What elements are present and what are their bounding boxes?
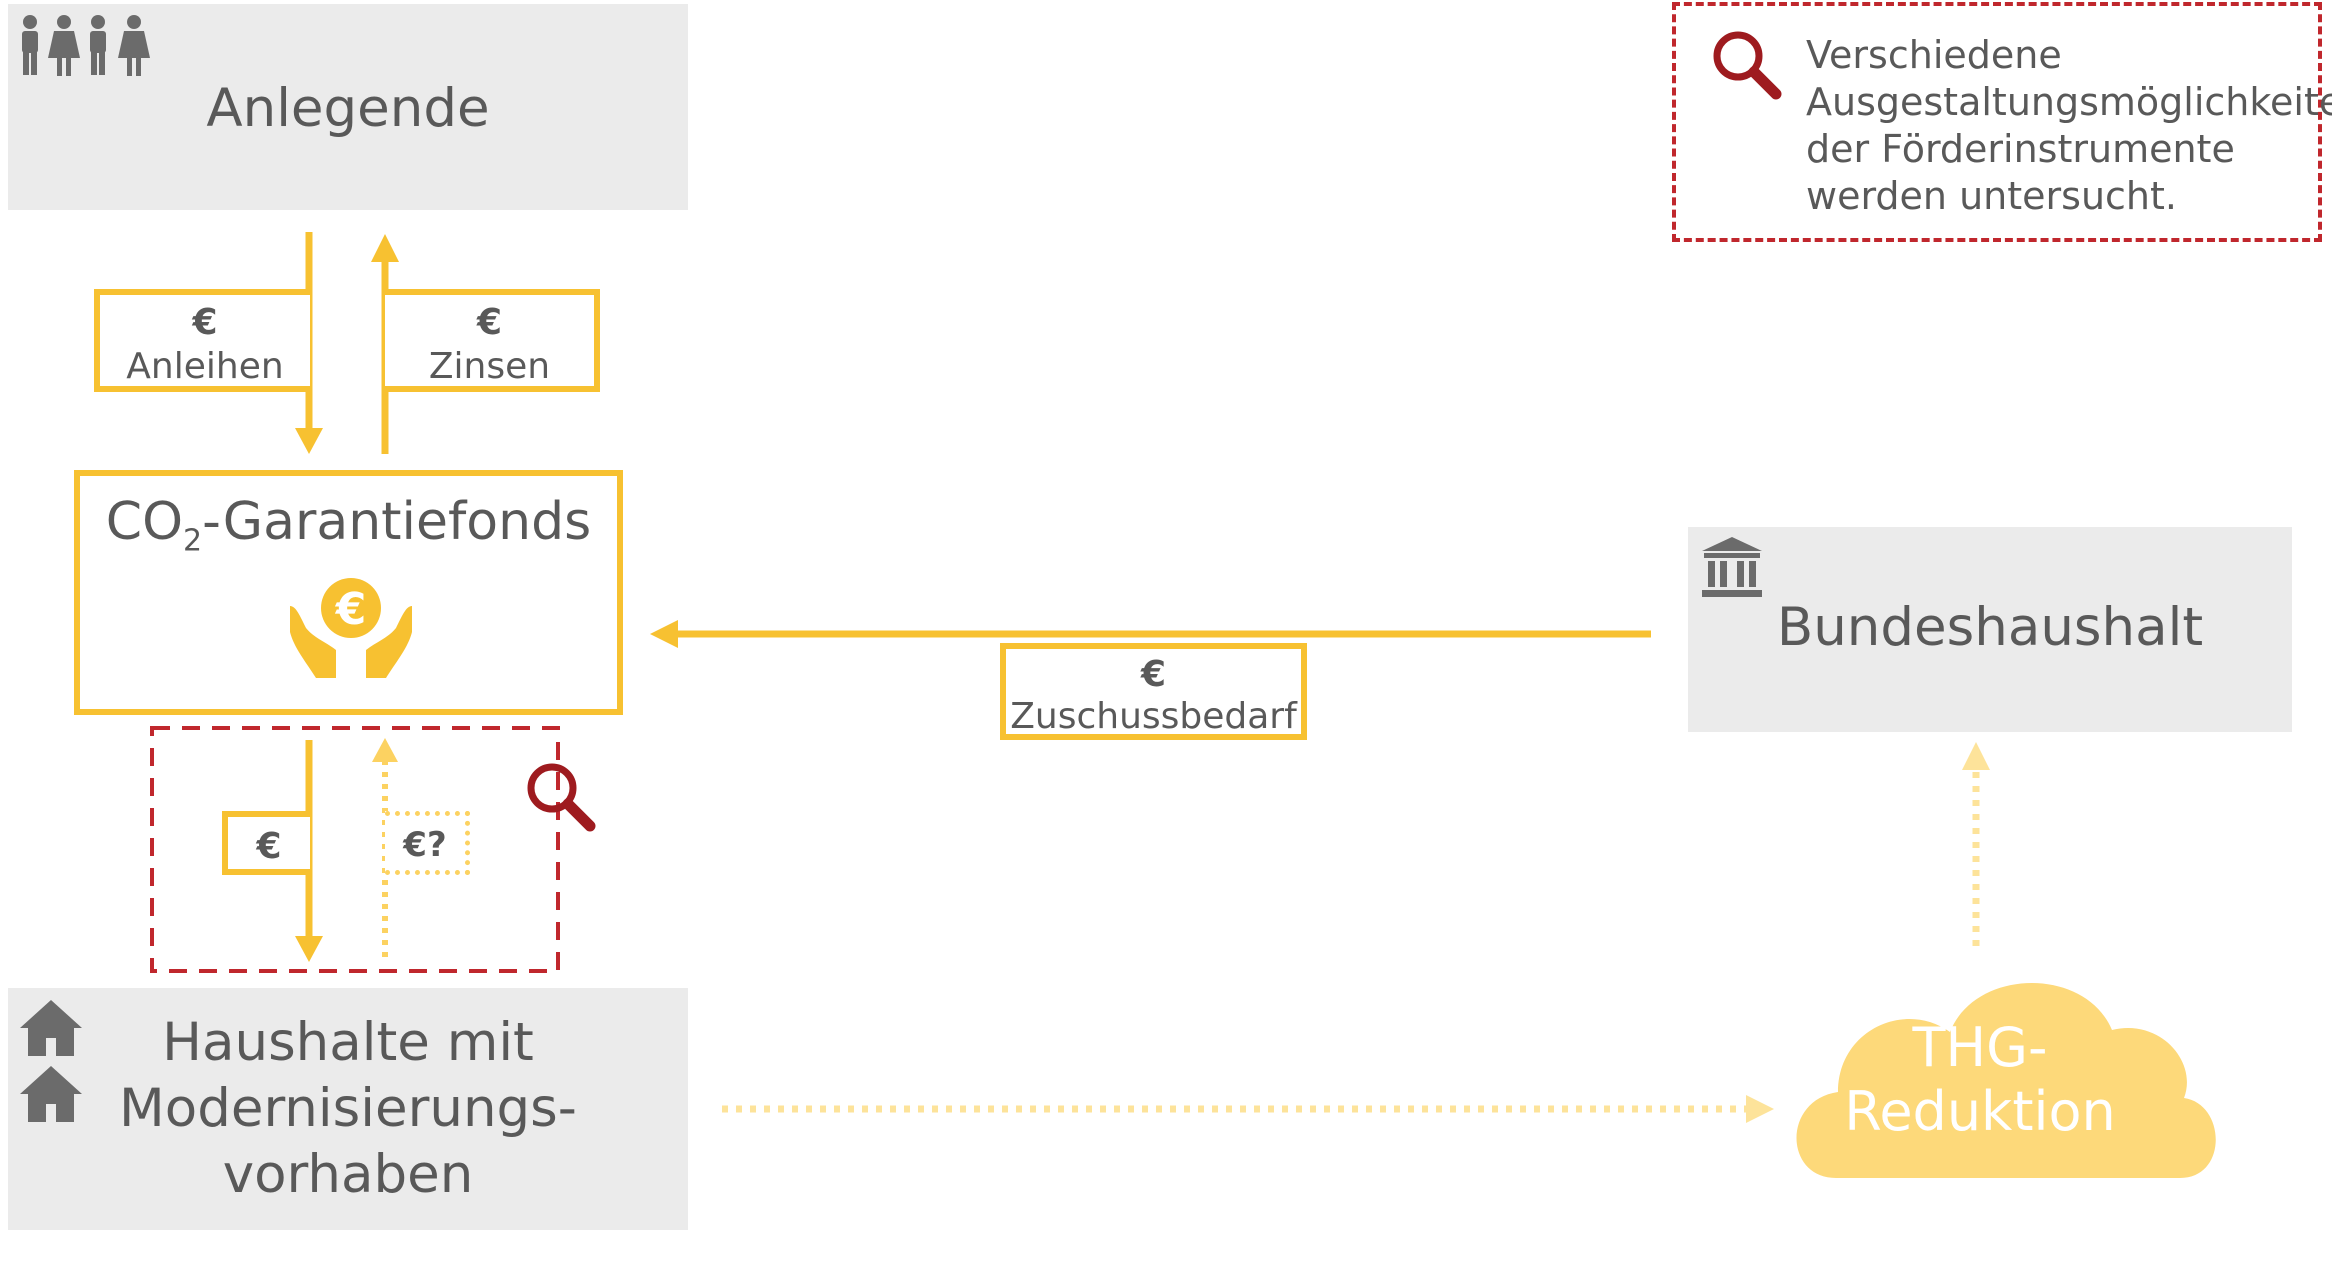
- from-households-flow-label: €?: [385, 811, 470, 875]
- people-icon: [22, 15, 150, 76]
- bonds-euro-symbol: €: [192, 302, 218, 343]
- interest-arrow-head: [371, 234, 399, 262]
- ghg-reduction-node: THG- Reduktion: [1780, 1016, 2180, 1166]
- ghg-cloud-shape: [1796, 982, 2216, 1178]
- households-to-ghg-head: [1746, 1095, 1774, 1123]
- to-households-flow-label: €: [222, 811, 310, 875]
- legend-magnifier-icon: [1713, 31, 1782, 100]
- subsidy-arrow-head: [650, 620, 678, 648]
- from-households-arrow-head: [372, 738, 398, 762]
- households-label-line3: vorhaben: [222, 1144, 474, 1205]
- fund-box: CO2-Garantiefonds €: [74, 470, 623, 715]
- interest-label: Zinsen: [428, 346, 551, 387]
- legend-box: Verschiedene Ausgestaltungsmöglichkeiten…: [1672, 2, 2332, 242]
- subsidy-flow-label: € Zuschussbedarf: [1000, 643, 1307, 740]
- subsidy-euro-symbol: €: [1140, 654, 1167, 695]
- house-icon: [20, 1000, 82, 1122]
- bonds-label: Anleihen: [126, 346, 284, 387]
- subsidy-label: Zuschussbedarf: [1010, 696, 1297, 737]
- households-label-line1: Haushalte mit: [162, 1012, 534, 1073]
- legend-text: Verschiedene Ausgestaltungsmöglichkeiten…: [1806, 33, 2332, 219]
- bonds-flow-label: € Anleihen: [94, 289, 310, 392]
- bank-building-icon: [1702, 537, 1762, 597]
- fund-label: CO2-Garantiefonds: [105, 492, 592, 559]
- budget-box: Bundeshaushalt: [1688, 527, 2292, 732]
- to-households-arrow-head: [295, 936, 323, 962]
- to-households-euro-symbol: €: [256, 826, 282, 867]
- investors-box: Anlegende: [8, 4, 688, 210]
- households-label-line2: Modernisierungs-: [119, 1078, 577, 1139]
- interest-euro-symbol: €: [476, 302, 503, 343]
- bonds-arrow-head: [295, 428, 323, 454]
- ghg-label-line2: Reduktion: [1844, 1080, 2116, 1143]
- households-box: Haushalte mit Modernisierungs- vorhaben: [8, 988, 688, 1230]
- ghg-label-line1: THG-: [1912, 1016, 2048, 1079]
- ghg-to-budget-head: [1962, 742, 1990, 770]
- instrument-design-region: [150, 726, 560, 973]
- interest-flow-label: € Zinsen: [385, 289, 600, 392]
- hands-euro-icon: €: [290, 578, 412, 678]
- investors-label: Anlegende: [206, 78, 490, 139]
- budget-label: Bundeshaushalt: [1776, 597, 2204, 658]
- from-households-euro-symbol: €?: [403, 825, 447, 865]
- svg-text:€: €: [335, 584, 367, 635]
- magnifier-icon: [527, 763, 596, 832]
